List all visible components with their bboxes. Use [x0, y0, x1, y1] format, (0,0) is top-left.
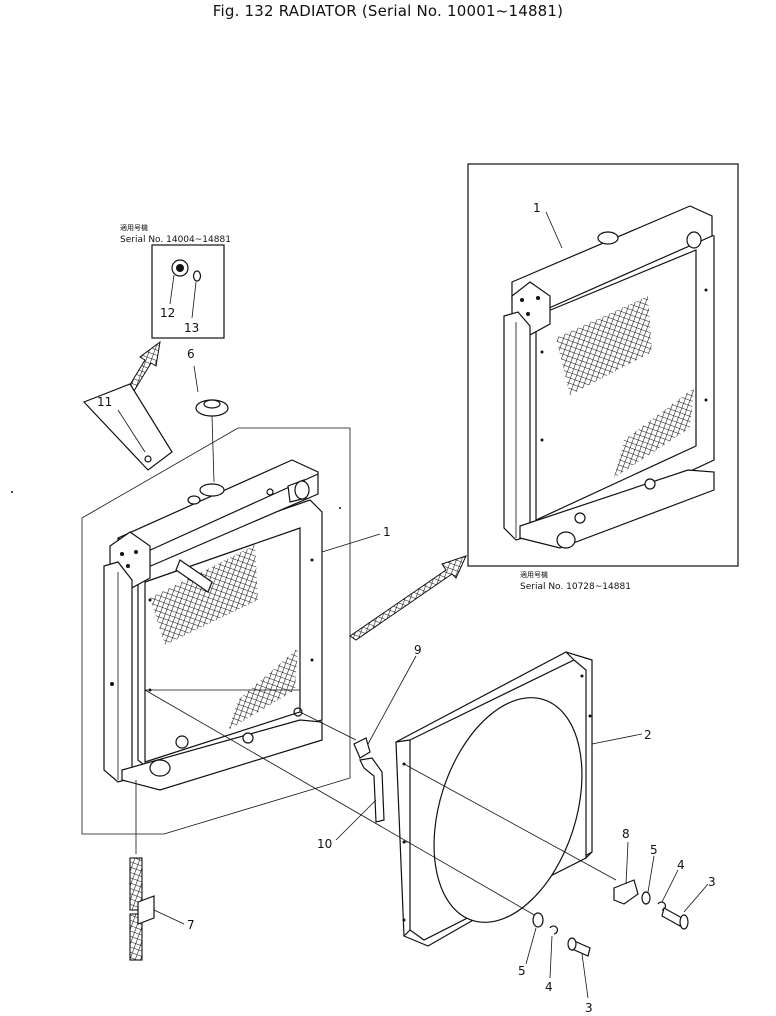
- inset-lower-outlet: [556, 531, 576, 549]
- callout-13: 13: [184, 321, 199, 335]
- callout-8: 8: [622, 827, 630, 841]
- inset-side-support: [503, 311, 531, 541]
- callout-1-inset: 1: [533, 201, 541, 215]
- arrow-to-cap-inset: [127, 340, 161, 392]
- filler-neck: [199, 483, 225, 497]
- callout-10: 10: [317, 837, 332, 851]
- callout-4-right: 4: [677, 858, 685, 872]
- inset-core-fins-upper: [556, 296, 652, 395]
- inset-bottom-tank: [519, 469, 715, 549]
- part-12-nut: [171, 259, 189, 277]
- part-10-pipe: 10: [317, 757, 385, 851]
- inset-radiator-variant: 1 適用号機 Serial No. 10728~14881: [467, 163, 739, 592]
- part-3-bolt-lower: [567, 937, 591, 957]
- part-7-drain-hose: 7: [129, 780, 195, 961]
- inset-filler-neck: [597, 231, 619, 245]
- part-13-washer: [192, 270, 202, 282]
- inset-top-jp-label: 適用号機: [120, 223, 148, 232]
- callout-5-right: 5: [650, 843, 658, 857]
- callout-12: 12: [160, 306, 175, 320]
- inset-right-jp-label: 適用号機: [520, 570, 548, 579]
- part-4-lockwasher-lower: [549, 925, 558, 935]
- callout-2: 2: [644, 728, 652, 742]
- callout-3-lower: 3: [585, 1001, 593, 1015]
- inset-right-serial-label: Serial No. 10728~14881: [520, 582, 631, 592]
- callout-9: 9: [414, 643, 422, 657]
- part-5-washer-lower: [532, 912, 544, 928]
- overflow-pipe: [175, 559, 213, 593]
- assembly-guide-lines: [144, 689, 617, 917]
- callout-11: 11: [97, 395, 112, 409]
- inset-top-serial-label: Serial No. 14004~14881: [120, 235, 231, 245]
- callout-6: 6: [187, 347, 195, 361]
- inset-right-box: [467, 163, 739, 567]
- main-radiator-assembly: 1: [81, 427, 391, 835]
- core-fins-lower: [228, 648, 298, 730]
- hose-clamp: [137, 895, 155, 925]
- part-5-washer-right: [641, 891, 651, 905]
- shroud-fan-opening: [433, 697, 583, 923]
- lower-outlet-pipe: [149, 732, 254, 777]
- inset-core-fins-lower: [614, 388, 694, 478]
- inset-top-box: [151, 244, 225, 339]
- part-2-fan-shroud: 2: [395, 651, 652, 947]
- part-6-radiator-cap: 6: [187, 347, 229, 483]
- figure-title: Fig. 132 RADIATOR (Serial No. 10001~1488…: [212, 2, 564, 20]
- upper-outlet-pipe: [287, 479, 310, 503]
- inset-core: [535, 249, 697, 521]
- inset-upper-outlet: [686, 231, 702, 249]
- part-8-clip: 8: [613, 827, 639, 905]
- main-assembly-boundary: [81, 427, 351, 835]
- part-3-bolt-right: [661, 907, 689, 930]
- core-fins-upper: [150, 545, 258, 645]
- inset-cap-parts: 適用号機 Serial No. 14004~14881 12 13: [120, 223, 231, 339]
- callout-4-lower: 4: [545, 980, 553, 994]
- fastener-group-right: 5 4 3: [641, 843, 716, 930]
- callout-5-lower: 5: [518, 964, 526, 978]
- callout-3-right: 3: [708, 875, 716, 889]
- callout-1-main: 1: [383, 525, 391, 539]
- part-9-bracket: 9: [353, 643, 422, 759]
- callout-7: 7: [187, 918, 195, 932]
- radiator-bottom-tank: [121, 719, 323, 791]
- part-11-label-plate: 11: [82, 383, 173, 471]
- fastener-group-lower: 5 4 3: [518, 912, 593, 1015]
- arrow-to-radiator-inset: [349, 555, 467, 641]
